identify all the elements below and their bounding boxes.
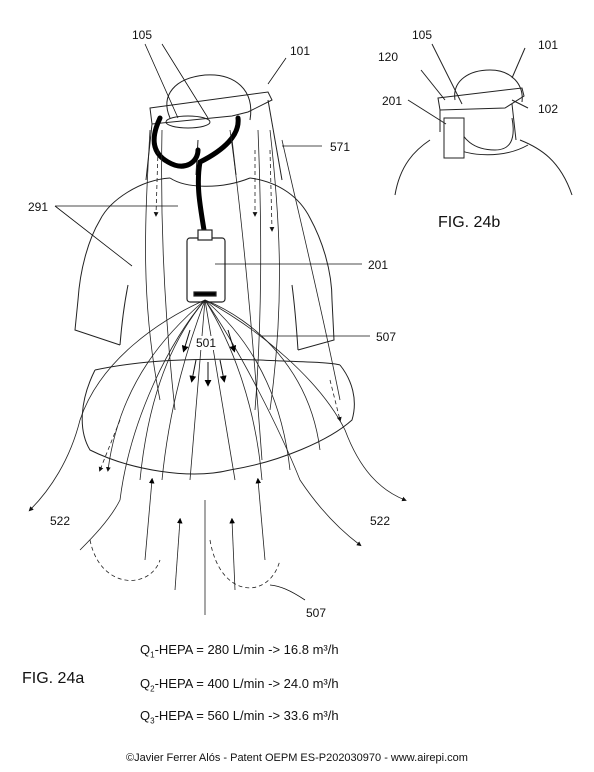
label-291: 291 [28, 200, 49, 214]
figure-24b-title: FIG. 24b [438, 214, 501, 231]
person-figure [74, 74, 355, 475]
intake-arrows [181, 329, 237, 387]
airflow-lines [28, 129, 407, 615]
figure-24a-title: FIG. 24a [22, 670, 85, 687]
flow-rate-q3: Q3-HEPA = 560 L/min -> 33.6 m³/h [140, 708, 339, 726]
label-507-bottom: 507 [306, 606, 327, 620]
leader-lines [54, 43, 370, 601]
label-24b-201: 201 [382, 94, 403, 108]
flow-rate-q1: Q1-HEPA = 280 L/min -> 16.8 m³/h [140, 642, 339, 660]
label-24b-105: 105 [412, 28, 433, 42]
label-24b-102: 102 [538, 102, 559, 116]
label-522-left: 522 [50, 514, 71, 528]
filter-device [186, 229, 226, 303]
figure-24b [394, 43, 573, 196]
label-24b-120: 120 [378, 50, 399, 64]
label-201: 201 [368, 258, 389, 272]
label-105: 105 [132, 28, 153, 42]
air-tube [151, 115, 241, 233]
label-507-top: 507 [376, 330, 397, 344]
label-571: 571 [330, 140, 351, 154]
label-522-right: 522 [370, 514, 391, 528]
copyright-footer: ©Javier Ferrer Alós - Patent OEPM ES-P20… [126, 752, 468, 764]
label-501: 501 [196, 336, 217, 350]
flow-rate-q2: Q2-HEPA = 400 L/min -> 24.0 m³/h [140, 676, 339, 694]
label-101: 101 [290, 44, 311, 58]
label-24b-101: 101 [538, 38, 559, 52]
